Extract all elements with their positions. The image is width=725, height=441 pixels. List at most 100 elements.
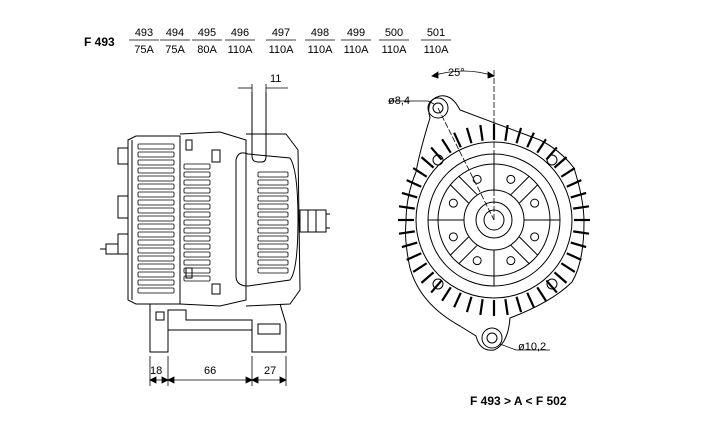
fin bbox=[504, 124, 509, 141]
fin bbox=[257, 251, 289, 258]
fin bbox=[183, 163, 211, 170]
model-range-label: F 493 > A < F 502 bbox=[470, 394, 567, 408]
fin bbox=[573, 205, 590, 210]
variant-model: 499 bbox=[347, 27, 365, 39]
fin bbox=[183, 227, 211, 234]
fin bbox=[566, 179, 582, 188]
fin bbox=[257, 195, 289, 202]
fin bbox=[183, 235, 211, 242]
fin bbox=[441, 286, 452, 302]
fin bbox=[183, 179, 211, 186]
variant-current: 110A bbox=[424, 44, 450, 56]
front-view-dimensions: 25° ø8,4 ø10,2 bbox=[388, 67, 550, 353]
fin bbox=[420, 156, 435, 169]
bolt-hole bbox=[530, 198, 540, 208]
bolt-hole bbox=[472, 256, 482, 266]
fin bbox=[257, 179, 289, 186]
fin bbox=[137, 255, 175, 262]
dim-hole-upper: ø8,4 bbox=[388, 95, 410, 107]
fin bbox=[137, 207, 175, 214]
fin bbox=[536, 286, 547, 302]
variant-table: F 493 49375A49475A49580A496110A497110A49… bbox=[84, 27, 451, 56]
fin bbox=[137, 159, 175, 166]
variant-cells: 49375A49475A49580A496110A497110A498110A4… bbox=[129, 27, 451, 56]
fin bbox=[479, 124, 484, 141]
rear-cooling-fins bbox=[137, 143, 175, 294]
spoke bbox=[449, 236, 478, 265]
fin bbox=[137, 215, 175, 222]
bolt-hole bbox=[472, 174, 482, 184]
bolt-hole bbox=[448, 198, 458, 208]
fin bbox=[465, 127, 473, 144]
fin bbox=[257, 187, 289, 194]
fin bbox=[573, 230, 590, 235]
fin bbox=[566, 252, 582, 261]
bolt-hole bbox=[546, 154, 558, 166]
fin bbox=[137, 287, 175, 294]
spoke bbox=[510, 175, 539, 204]
fin bbox=[401, 191, 418, 199]
alternator-front-view bbox=[398, 95, 590, 351]
variant-current: 110A bbox=[382, 44, 408, 56]
fin bbox=[137, 247, 175, 254]
dim-hole-lower: ø10,2 bbox=[518, 341, 546, 353]
side-view-dimensions: 11 18 66 27 bbox=[149, 73, 288, 386]
fin bbox=[183, 275, 211, 282]
variant-model: 496 bbox=[231, 27, 249, 39]
variant-current: 110A bbox=[228, 44, 254, 56]
bolt-hole bbox=[546, 278, 558, 290]
fin bbox=[257, 243, 289, 250]
fin bbox=[183, 211, 211, 218]
fin bbox=[545, 279, 558, 294]
variant-model: 498 bbox=[311, 27, 329, 39]
fin bbox=[412, 167, 428, 178]
fin bbox=[453, 132, 462, 148]
fin bbox=[137, 151, 175, 158]
variant-current: 110A bbox=[344, 44, 370, 56]
fin bbox=[536, 138, 547, 154]
fin bbox=[257, 259, 289, 266]
fin bbox=[183, 187, 211, 194]
fin bbox=[453, 292, 462, 308]
dim-shaft-width: 11 bbox=[270, 73, 281, 85]
fin bbox=[504, 299, 509, 316]
series-label: F 493 bbox=[84, 35, 115, 49]
variant-model: 497 bbox=[272, 27, 290, 39]
fin bbox=[183, 219, 211, 226]
bolt-hole bbox=[530, 232, 540, 242]
spoke bbox=[449, 175, 478, 204]
fin bbox=[257, 171, 289, 178]
fin bbox=[137, 263, 175, 270]
mounting-bolts bbox=[432, 154, 558, 290]
fin bbox=[257, 267, 289, 274]
fin bbox=[183, 267, 211, 274]
dim-mount-right: 27 bbox=[264, 365, 276, 377]
radial-cooling-fins bbox=[398, 124, 590, 316]
fin bbox=[479, 299, 484, 316]
fin bbox=[401, 241, 418, 249]
fin bbox=[183, 243, 211, 250]
fin bbox=[420, 271, 435, 284]
fin bbox=[406, 252, 422, 261]
fin bbox=[137, 239, 175, 246]
fin bbox=[183, 251, 211, 258]
variant-model: 493 bbox=[135, 27, 153, 39]
variant-model: 500 bbox=[385, 27, 403, 39]
fin bbox=[183, 171, 211, 178]
fin bbox=[570, 191, 587, 199]
fin bbox=[137, 175, 175, 182]
fin bbox=[137, 231, 175, 238]
fin bbox=[560, 167, 576, 178]
fin bbox=[137, 271, 175, 278]
fin bbox=[430, 146, 443, 161]
bolt-hole bbox=[432, 278, 444, 290]
fin bbox=[137, 223, 175, 230]
fin bbox=[257, 227, 289, 234]
variant-current: 110A bbox=[269, 44, 295, 56]
fin bbox=[465, 296, 473, 313]
dim-angle: 25° bbox=[448, 67, 465, 79]
fin bbox=[137, 191, 175, 198]
bolt-hole bbox=[506, 256, 516, 266]
